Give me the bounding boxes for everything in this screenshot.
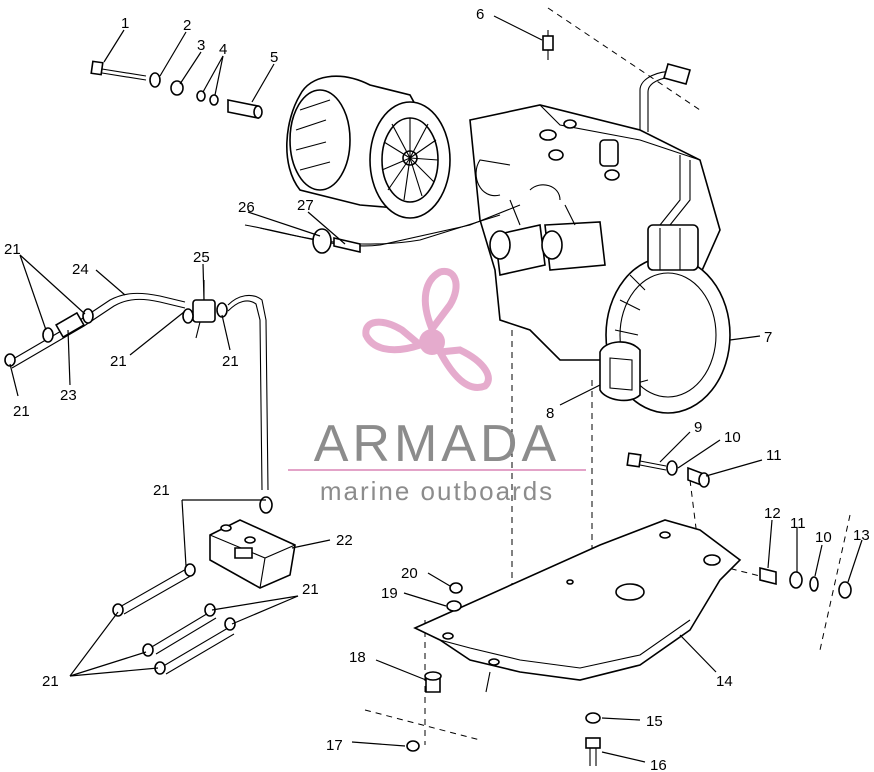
callout-5: 5 xyxy=(270,49,278,66)
callout-3: 3 xyxy=(197,37,205,54)
callout-21-lower-left: 21 xyxy=(42,673,59,690)
right-mount-hardware xyxy=(626,452,852,599)
reference-lines xyxy=(364,7,851,745)
callout-6: 6 xyxy=(476,6,484,23)
callout-7: 7 xyxy=(764,329,772,346)
callout-13: 13 xyxy=(853,527,870,544)
callout-21-right-block: 21 xyxy=(302,581,319,598)
callout-12: 12 xyxy=(764,505,781,522)
callout-17: 17 xyxy=(326,737,343,754)
fuel-lines xyxy=(4,280,273,514)
callout-21-bottom-left: 21 xyxy=(13,403,30,420)
callout-25: 25 xyxy=(193,249,210,266)
callout-8: 8 xyxy=(546,405,554,422)
callout-21-pump-fitting: 21 xyxy=(222,353,239,370)
armada-logo-mark xyxy=(362,267,492,391)
fuel-pump-block xyxy=(112,519,296,675)
callout-4: 4 xyxy=(219,41,227,58)
callout-2: 2 xyxy=(183,17,191,34)
callout-18: 18 xyxy=(349,649,366,666)
callout-21-mid: 21 xyxy=(110,353,127,370)
callout-9: 9 xyxy=(694,419,702,436)
callout-10-right: 10 xyxy=(815,529,832,546)
callout-11-right: 11 xyxy=(790,515,806,532)
callout-19: 19 xyxy=(381,585,398,602)
callout-21-top-left: 21 xyxy=(4,241,21,258)
callout-16: 16 xyxy=(650,757,667,772)
spark-plug-wire xyxy=(542,30,691,226)
callout-10: 10 xyxy=(724,429,741,446)
callout-14: 14 xyxy=(716,673,733,690)
callout-20: 20 xyxy=(401,565,418,582)
callout-23: 23 xyxy=(60,387,77,404)
callout-21-upper-block: 21 xyxy=(153,482,170,499)
watermark: ARMADA marine outboards xyxy=(288,415,586,506)
watermark-tagline: marine outboards xyxy=(320,476,554,506)
lower-hardware xyxy=(406,582,601,766)
callout-11: 11 xyxy=(766,447,782,464)
callout-26: 26 xyxy=(238,199,255,216)
leader-lines xyxy=(9,15,863,763)
front-bolt-assembly xyxy=(90,60,263,119)
callout-labels: 1 2 3 4 5 6 7 8 9 10 11 12 11 10 13 14 1… xyxy=(4,6,870,772)
callout-24: 24 xyxy=(72,261,89,278)
callout-27: 27 xyxy=(297,197,314,214)
callout-1: 1 xyxy=(121,15,129,32)
engine-block xyxy=(469,104,731,414)
mounting-plate xyxy=(413,519,742,693)
drive-clutch xyxy=(286,75,451,219)
callout-15: 15 xyxy=(646,713,663,730)
callout-22: 22 xyxy=(336,532,353,549)
watermark-brand: ARMADA xyxy=(314,415,560,473)
